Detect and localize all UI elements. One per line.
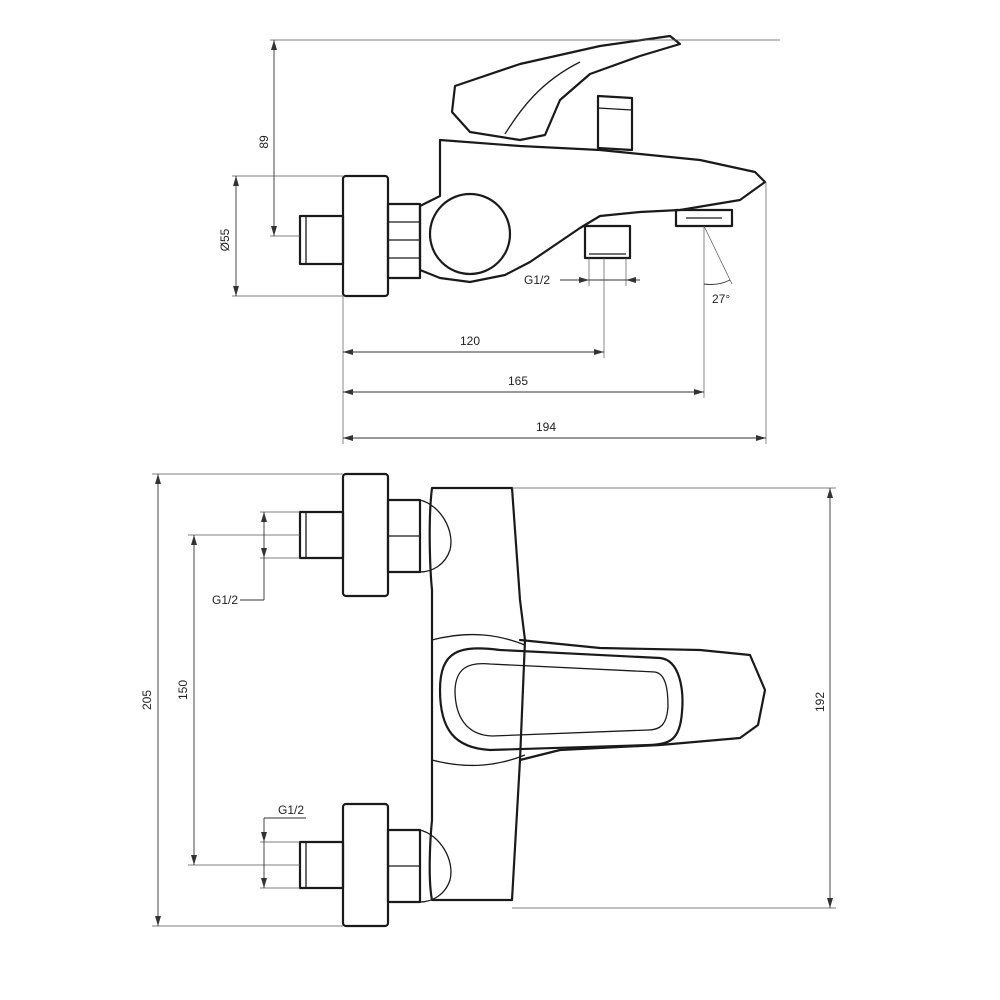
dim-194-arrow-right [756,435,766,441]
top-view [298,472,767,928]
dim-192-label: 192 [813,692,827,712]
dim-angle-arc [703,279,731,285]
dim-150-label: 150 [176,680,190,700]
top-lower-escutcheon [341,802,390,928]
dim-55-arrow-bottom [233,286,239,296]
dim-194-label: 194 [536,420,556,434]
side-mixer-body [418,138,767,284]
top-upper-escutcheon [341,472,390,598]
top-handle-lever [438,647,684,752]
side-handle-crease [504,61,581,135]
side-aerator [674,208,734,228]
side-view [298,34,767,298]
top-handle-inner [454,662,669,737]
dim-205-arrow-bottom [155,916,161,926]
side-escutcheon [341,174,390,298]
dim-150-arrow-top [191,535,197,545]
dim-205-arrow-top [155,474,161,484]
dim-89-arrow-bottom [271,226,277,236]
dim-165-arrow-left [343,389,353,395]
dim-89-arrow-top [271,40,277,50]
dim-120-arrow-right [594,349,604,355]
side-hex-nut [386,202,422,280]
dim-55-label: Ø55 [218,228,232,251]
dim-g12-top-label: G1/2 [212,593,238,607]
side-view-dimensions: 89 Ø55 G1/2 27° 120 165 [218,39,780,444]
dim-g12-side-label: G1/2 [524,273,550,287]
top-mixer-body [428,486,527,902]
side-body-cartridge [428,192,512,276]
dim-55-arrow-top [233,176,239,186]
dim-angle-label: 27° [712,292,730,306]
side-diverter-line [597,107,633,111]
dim-192-arrow-bottom [827,898,833,908]
dim-angle-slant [703,225,733,285]
top-upper-hex-curve [419,499,452,573]
top-body-collar [431,633,526,767]
dim-194-arrow-left [343,435,353,441]
dim-g12-bottom-arrow-2 [261,878,267,888]
dim-165-label: 165 [508,374,528,388]
side-shower-outlet [583,224,632,260]
dim-g12-bottom-arrow-1 [261,832,267,842]
dim-150-arrow-bottom [191,855,197,865]
top-lower-hex-curve [419,829,452,903]
dim-89-label: 89 [257,135,271,149]
dim-g12-top-arrow-2 [261,548,267,558]
side-handle-lever [450,34,682,142]
top-spout [518,638,767,762]
top-view-dimensions: 205 150 G1/2 G1/2 192 [140,473,836,927]
dim-g12-bottom-label: G1/2 [278,803,304,817]
dim-g12-side-arrow-2 [626,277,636,283]
dim-120-label: 120 [460,334,480,348]
dim-205-label: 205 [140,690,154,710]
dim-g12-side-arrow-1 [579,277,589,283]
side-diverter-knob [596,94,634,152]
dim-g12-top-arrow-1 [261,512,267,522]
dim-120-arrow-left [343,349,353,355]
dim-192-arrow-top [827,488,833,498]
dim-165-arrow-right [694,389,704,395]
